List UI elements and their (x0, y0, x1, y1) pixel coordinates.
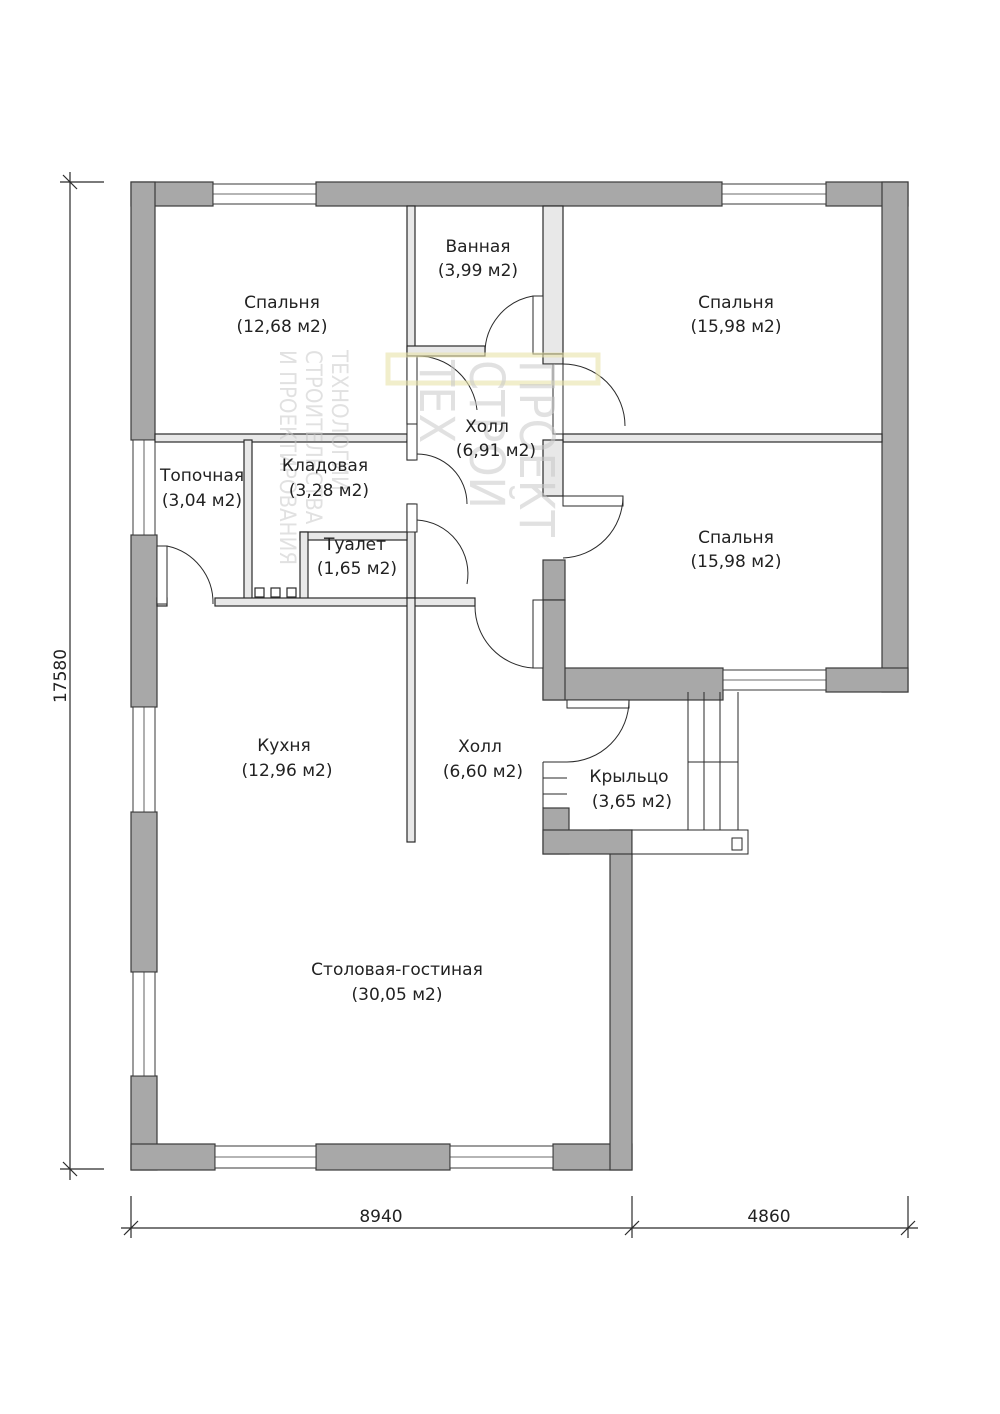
room-area-bedroom-e: (15,98 м2) (691, 552, 782, 572)
room-area-kitchen: (12,96 м2) (242, 761, 333, 781)
room-area-bedroom-nw: (12,68 м2) (237, 317, 328, 337)
watermark-tag-2: СТРОИТЕЛЬСТВА (300, 350, 325, 525)
room-area-hall-upper: (6,91 м2) (456, 441, 536, 461)
room-area-pantry: (3,28 м2) (289, 481, 369, 501)
room-name-bedroom-nw: Спальня (244, 293, 320, 313)
room-name-boiler: Топочная (159, 466, 244, 486)
room-area-bedroom-ne: (15,98 м2) (691, 317, 782, 337)
room-name-toilet: Туалет (323, 535, 386, 555)
room-labels: Спальня (12,68 м2) Ванная (3,99 м2) Спал… (159, 237, 782, 1005)
room-area-dining-living: (30,05 м2) (352, 985, 443, 1005)
dimension-lines (60, 172, 918, 1238)
room-area-hall-lower: (6,60 м2) (443, 762, 523, 782)
porch-stairs (542, 692, 749, 855)
watermark-tag-1: ТЕХНОЛОГИИ (326, 349, 351, 491)
dimension-labels: 17580 8940 4860 (51, 649, 791, 1227)
room-name-hall-lower: Холл (458, 737, 502, 757)
room-name-porch: Крыльцо (589, 767, 668, 787)
watermark-logo-1: ТЕХ (408, 359, 464, 443)
window-mullions (143, 193, 826, 1158)
outer-walls (130, 181, 909, 1171)
room-name-bedroom-ne: Спальня (698, 293, 774, 313)
room-name-pantry: Кладовая (282, 456, 368, 476)
watermark-logo-3: ПРОЕКТ (508, 360, 564, 537)
room-name-dining-living: Столовая-гостиная (311, 960, 483, 980)
room-name-bedroom-e: Спальня (698, 528, 774, 548)
vent-ducts (254, 587, 297, 598)
room-area-porch: (3,65 м2) (592, 792, 672, 812)
room-name-kitchen: Кухня (257, 736, 311, 756)
dimension-width-side: 4860 (747, 1207, 790, 1227)
room-name-bathroom: Ванная (446, 237, 511, 257)
watermark-logo-2: СТРОЙ (458, 360, 515, 509)
watermark: ТЕХ СТРОЙ ПРОЕКТ ТЕХНОЛОГИИ СТРОИТЕЛЬСТВ… (274, 349, 601, 565)
dimension-height: 17580 (51, 649, 71, 703)
dimension-width-main: 8940 (359, 1207, 402, 1227)
watermark-tag-3: И ПРОЕКТИРОВАНИЯ (274, 350, 299, 565)
room-area-bathroom: (3,99 м2) (438, 261, 518, 281)
doors (156, 295, 630, 763)
room-name-hall-upper: Холл (465, 417, 509, 437)
room-area-toilet: (1,65 м2) (317, 559, 397, 579)
room-area-boiler: (3,04 м2) (162, 491, 242, 511)
